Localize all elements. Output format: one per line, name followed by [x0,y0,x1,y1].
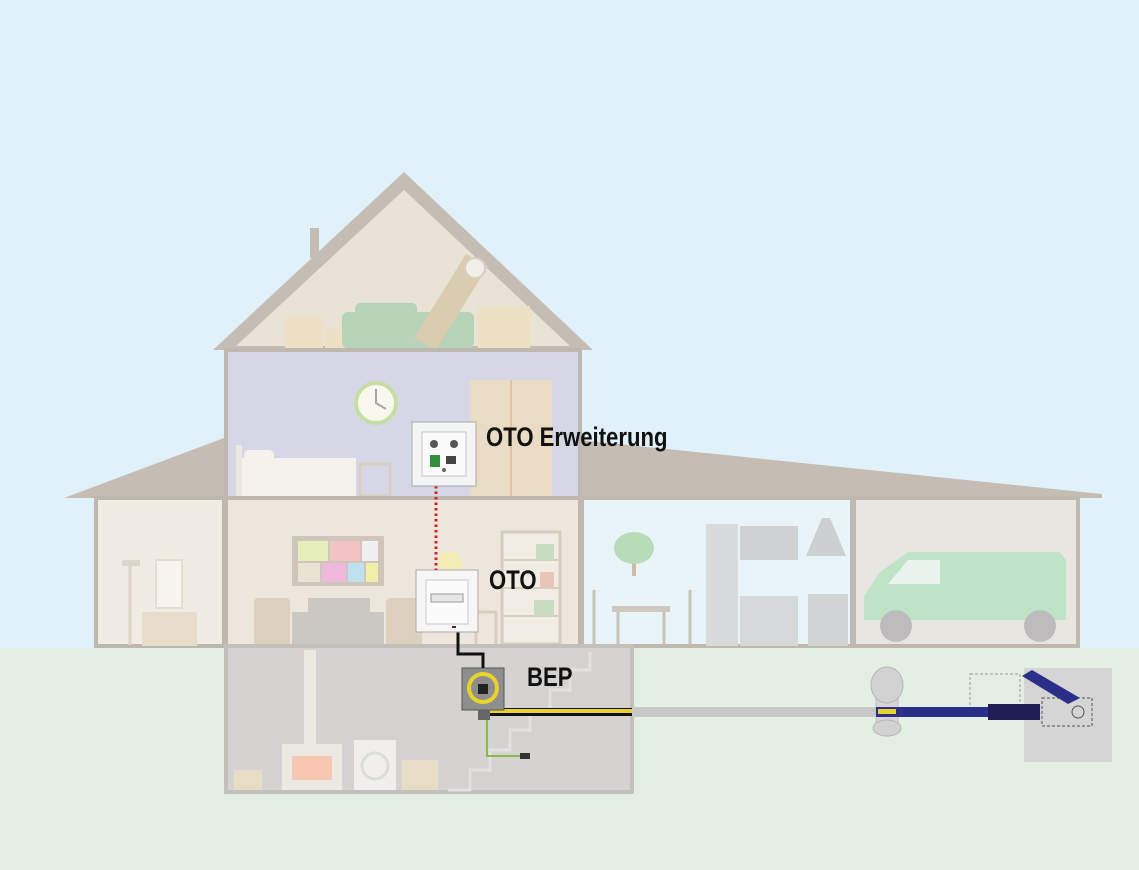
street-duct-slope [1022,670,1080,704]
green-port [430,455,440,467]
stove-fire [292,756,332,780]
bep-to-oto-cable [456,630,485,668]
chimney [310,228,319,258]
ground-wire [486,718,524,757]
ground-wire-end [520,753,530,759]
splice-coil [1071,705,1085,719]
plant-stem [632,556,636,576]
painting-4 [298,563,320,582]
attic-box-2 [325,328,345,348]
label-oto-erweiterung: OTO Erweiterung [486,423,668,453]
lower-cabinets [740,596,798,646]
attic-box-1 [285,316,323,348]
armchair-right [386,598,422,646]
label-bep: BEP [527,663,572,693]
attic-sofa-back [355,303,417,321]
armchair-left [254,598,290,646]
books-2 [540,572,554,588]
sofa [292,612,384,646]
manhole-top [870,666,904,704]
lan-port [446,456,456,464]
lamp-glow [438,551,462,575]
label-oto: OTO [489,566,537,596]
range-hood [806,518,846,556]
coax-port-right [450,440,458,448]
bep-base [478,710,490,720]
painting-5 [322,563,346,582]
attic-hatch-knob [464,257,486,279]
oto-slot [430,593,464,603]
attic-box-3 [478,306,530,348]
manhole-bottom [872,719,902,737]
bed [240,458,356,496]
books-3 [534,600,554,616]
plant-leaves [614,532,654,564]
washer-door [360,751,390,781]
painting-6 [348,563,364,582]
annex-window [155,559,183,609]
attic-ladder [414,254,488,350]
washer [354,740,396,790]
upper-cabinets [740,526,798,560]
house-conduit [632,707,878,717]
coax-port-left [430,440,438,448]
fiber-cable-yellow [488,709,632,713]
stove-pipe [304,650,316,744]
van-body [864,552,1066,620]
painting-1 [298,541,328,561]
manhole-fiber-segment [878,709,896,714]
clock-hands [375,389,387,410]
van-window [888,560,940,584]
painting-3 [362,541,378,561]
sofa-back [308,598,370,616]
annex-cabinet [142,612,197,646]
duct-connector [988,704,1040,720]
oto-led [452,626,456,628]
bep-fiber-coil [467,672,499,704]
lamp-shade [122,560,140,566]
stove [808,594,848,646]
bed-pillow [244,450,274,464]
bed-head [236,445,242,496]
small-port [442,468,446,472]
basement-stairs [448,652,592,792]
bep-port [478,684,488,694]
basement-box-1 [234,770,262,790]
basement-box-2 [402,760,438,790]
van-wheel-front [880,610,912,642]
books-1 [536,544,554,560]
fridge [706,524,738,646]
painting-7 [366,563,378,582]
dining-table [612,606,670,612]
van-wheel-back [1024,610,1056,642]
street-duct [898,707,990,717]
painting-2 [330,541,360,561]
